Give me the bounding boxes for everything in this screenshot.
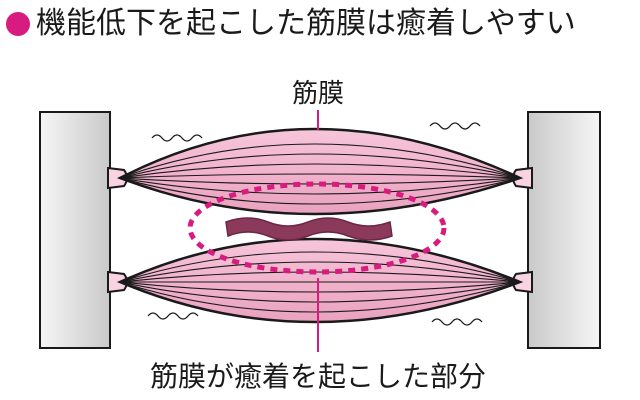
fascia-label: 筋膜 — [292, 79, 344, 109]
page-title: 機能低下を起こした筋膜は癒着しやすい — [36, 6, 576, 41]
adhesion-label: 筋膜が癒着を起こした部分 — [150, 360, 486, 393]
upper-muscle — [116, 127, 524, 216]
adhesion-highlight-ellipse — [187, 181, 447, 275]
title-row: 機能低下を起こした筋膜は癒着しやすい — [6, 4, 576, 44]
lower-muscle — [116, 237, 524, 324]
right-bone — [527, 111, 601, 349]
title-bullet — [6, 12, 30, 36]
upper-muscle-fibers — [120, 143, 520, 205]
left-bone — [39, 111, 111, 349]
adhesion-band — [225, 217, 393, 241]
squiggle-marks — [147, 122, 483, 326]
